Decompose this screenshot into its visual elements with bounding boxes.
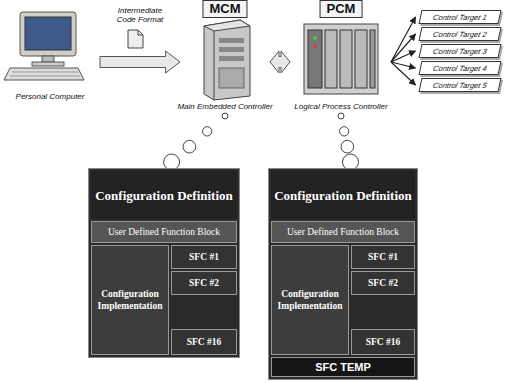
controller-node: MCMMain Embedded Controller bbox=[182, 0, 268, 112]
node-text: SFC TEMP bbox=[315, 361, 371, 373]
node-text: SFC #1 bbox=[368, 252, 398, 262]
node-text: MCM bbox=[202, 0, 247, 18]
config-stack: Configuration DefinitionUser Defined Fun… bbox=[268, 168, 418, 380]
connector bbox=[391, 34, 416, 62]
file-icon bbox=[128, 30, 143, 48]
node-text: Personal Computer bbox=[16, 92, 85, 102]
plc-illustration bbox=[304, 24, 378, 94]
node-text: Configuration Definition bbox=[91, 171, 237, 219]
node-text: Main Embedded Controller bbox=[177, 102, 272, 112]
node-text: PCM bbox=[320, 0, 363, 18]
sfc-box: SFC #1 bbox=[351, 245, 415, 269]
connector bbox=[391, 17, 416, 62]
node-text: Configuration Definition bbox=[271, 171, 415, 219]
node-text: Configuration Implementation bbox=[272, 288, 348, 312]
sfc-box: SFC #16 bbox=[351, 329, 415, 355]
sfc-box: SFC #2 bbox=[351, 271, 415, 295]
connector bbox=[164, 113, 228, 170]
node-text: Control Target 3 bbox=[432, 47, 487, 56]
connector bbox=[338, 113, 359, 170]
connector bbox=[100, 51, 180, 73]
node-text: SFC #1 bbox=[189, 252, 219, 262]
controller-node: PCM Logical Process Controller bbox=[292, 0, 390, 112]
control-target-box: Control Target 1 bbox=[419, 10, 502, 24]
node-text: User Defined Function Block bbox=[287, 227, 399, 237]
node-text: Control Target 4 bbox=[432, 64, 487, 73]
control-target-box: Control Target 4 bbox=[419, 61, 502, 75]
control-target-box: Control Target 2 bbox=[419, 27, 502, 41]
control-target-box: Control Target 3 bbox=[419, 44, 502, 58]
connector bbox=[391, 62, 416, 85]
sfc-box: SFC #16 bbox=[171, 329, 237, 355]
edge-label: Intermediate Code Format bbox=[108, 6, 172, 24]
node-text: SFC #16 bbox=[187, 337, 222, 347]
implementation-box: Configuration Implementation bbox=[91, 245, 169, 355]
server-illustration bbox=[204, 20, 250, 100]
implementation-box: Configuration Implementation bbox=[271, 245, 349, 355]
node-text: SFC #2 bbox=[189, 278, 219, 288]
node-text: Control Target 5 bbox=[432, 81, 487, 90]
config-stack: Configuration DefinitionUser Defined Fun… bbox=[88, 168, 240, 358]
node-text: Logical Process Controller bbox=[294, 102, 387, 112]
sfc-box: SFC #2 bbox=[171, 271, 237, 295]
pc-illustration bbox=[4, 12, 84, 80]
sfc-box: SFC #1 bbox=[171, 245, 237, 269]
control-target-box: Control Target 5 bbox=[419, 78, 502, 92]
function-block-band: User Defined Function Block bbox=[271, 221, 415, 243]
node-text: SFC #2 bbox=[368, 278, 398, 288]
node-text: Control Target 2 bbox=[432, 30, 487, 39]
sfc-temp-band: SFC TEMP bbox=[271, 357, 415, 377]
connector bbox=[270, 51, 290, 73]
computer-node: Personal Computer bbox=[2, 6, 98, 102]
function-block-band: User Defined Function Block bbox=[91, 221, 237, 243]
connector bbox=[391, 51, 416, 62]
node-text: SFC #16 bbox=[366, 337, 401, 347]
node-text: Control Target 1 bbox=[432, 13, 487, 22]
node-text: Configuration Implementation bbox=[92, 288, 168, 312]
node-text: User Defined Function Block bbox=[108, 227, 220, 237]
